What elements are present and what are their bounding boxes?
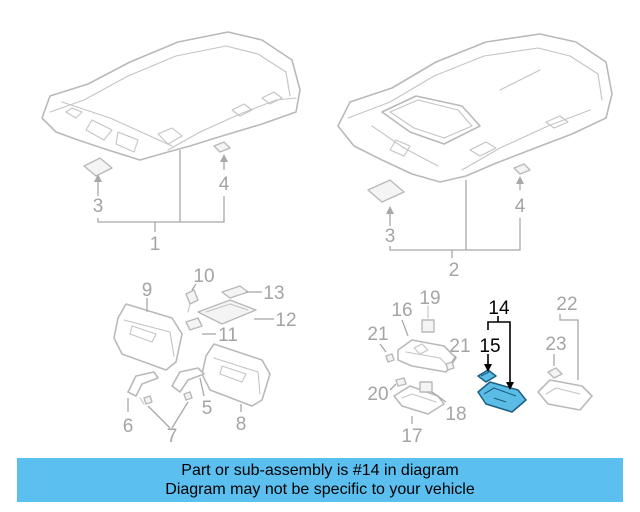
part-19-bulb <box>421 305 435 333</box>
leader-7 <box>147 401 189 429</box>
part-15-lamp-bulb[interactable] <box>477 369 497 383</box>
callout-15: 15 <box>479 336 500 357</box>
part-23-bulb <box>547 367 563 379</box>
part-17-bracket <box>393 385 445 415</box>
part-4-clip-right <box>513 163 531 190</box>
leader-21b <box>451 355 457 363</box>
callout-20: 20 <box>367 384 388 405</box>
part-14-map-lamp-assembly[interactable] <box>477 381 527 413</box>
arrow-15 <box>484 364 492 372</box>
leader-10 <box>191 283 197 291</box>
arrow-14 <box>506 382 514 390</box>
leader-18 <box>431 391 447 403</box>
part-10-screw <box>185 289 199 313</box>
callout-7: 7 <box>167 426 178 447</box>
callout-8: 8 <box>236 414 247 435</box>
callout-23: 23 <box>545 334 566 355</box>
callout-4-right: 4 <box>515 196 526 217</box>
part-3-panel-right <box>367 179 405 226</box>
callout-11: 11 <box>218 325 238 346</box>
part-9-sun-visor-left <box>113 303 183 371</box>
leader-21a <box>379 343 387 353</box>
leader-22 <box>559 314 579 380</box>
callout-18: 18 <box>445 404 466 425</box>
part-3-lens-left <box>83 157 113 196</box>
leader-5 <box>199 377 205 397</box>
callout-3-right: 3 <box>385 226 396 247</box>
headliner-sunroof <box>337 33 613 183</box>
banner-line-1: Part or sub-assembly is #14 in diagram <box>181 462 459 479</box>
part-18-bulb <box>419 381 433 393</box>
part-16-overhead-console <box>397 339 457 373</box>
callout-2: 2 <box>449 260 460 281</box>
part-8-sun-visor-right <box>201 343 271 407</box>
part-13-clip <box>221 285 249 299</box>
callout-6: 6 <box>123 416 134 437</box>
callout-21-a: 21 <box>367 324 388 345</box>
callout-1: 1 <box>150 234 161 255</box>
part-11-hook <box>185 317 203 331</box>
part-20-clip <box>395 377 407 387</box>
callout-22: 22 <box>556 294 577 315</box>
part-22-console <box>537 379 593 411</box>
part-4-clip-left <box>213 141 231 170</box>
leader-20 <box>389 383 397 391</box>
callout-17: 17 <box>401 426 422 447</box>
callout-12: 12 <box>275 310 296 331</box>
callout-10: 10 <box>193 266 214 287</box>
callout-14: 14 <box>488 298 510 319</box>
leader-group-1 <box>97 150 225 232</box>
callout-3-left: 3 <box>93 196 104 217</box>
callout-5: 5 <box>202 398 213 419</box>
part-21-clip-a <box>385 353 395 363</box>
part-5-grip-right <box>171 367 205 393</box>
part-21-clip-b <box>445 361 455 371</box>
part-7-caps <box>143 391 193 405</box>
part-6-grip-left <box>127 371 159 405</box>
leader-14 <box>487 321 511 384</box>
banner-line-2: Diagram may not be specific to your vehi… <box>165 481 475 498</box>
callout-13: 13 <box>263 283 284 304</box>
callout-19: 19 <box>419 288 440 309</box>
leader-group-2 <box>389 180 521 258</box>
callout-4-left: 4 <box>219 174 230 195</box>
info-banner: Part or sub-assembly is #14 in diagram D… <box>17 458 623 502</box>
callout-9: 9 <box>142 280 153 301</box>
callout-21-b: 21 <box>449 336 470 357</box>
leader-16 <box>401 319 409 337</box>
callout-16: 16 <box>391 300 412 321</box>
headliner-no-sunroof <box>41 31 301 161</box>
part-12-mirror-cover <box>197 299 257 325</box>
